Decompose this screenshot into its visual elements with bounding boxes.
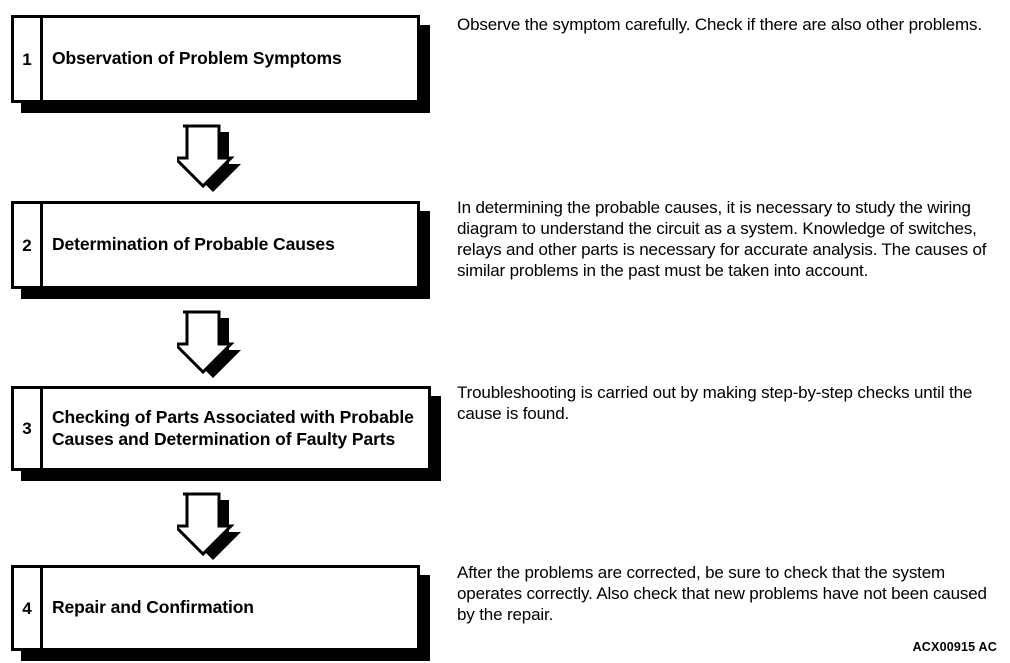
down-arrow-icon-1 (177, 124, 243, 192)
step-number: 4 (22, 598, 32, 618)
step-number-cell: 4 (14, 568, 43, 648)
step-label-cell: Repair and Confirmation (43, 568, 417, 648)
down-arrow-icon-3 (177, 492, 243, 560)
step-number-cell: 1 (14, 18, 43, 100)
step-box-body: 1 Observation of Problem Symptoms (11, 15, 420, 103)
step-box-1[interactable]: 1 Observation of Problem Symptoms (11, 15, 430, 113)
step-box-body: 4 Repair and Confirmation (11, 565, 420, 651)
step-label: Repair and Confirmation (52, 597, 254, 618)
step-box-2[interactable]: 2 Determination of Probable Causes (11, 201, 430, 299)
step-label: Observation of Problem Symptoms (52, 48, 342, 69)
step-box-body: 3 Checking of Parts Associated with Prob… (11, 386, 431, 471)
step-box-3[interactable]: 3 Checking of Parts Associated with Prob… (11, 386, 441, 481)
step-label-cell: Determination of Probable Causes (43, 204, 417, 286)
step-box-4[interactable]: 4 Repair and Confirmation (11, 565, 430, 661)
step-label-cell: Checking of Parts Associated with Probab… (43, 389, 428, 468)
step-description-4: After the problems are corrected, be sur… (457, 563, 987, 624)
step-description-2: In determining the probable causes, it i… (457, 198, 987, 280)
step-number-cell: 3 (14, 389, 43, 468)
step-description-3: Troubleshooting is carried out by making… (457, 383, 973, 423)
figure-reference-code: ACX00915 AC (912, 640, 997, 654)
step-number: 3 (22, 419, 32, 438)
step-number-cell: 2 (14, 204, 43, 286)
step-number: 2 (22, 235, 32, 255)
step-box-body: 2 Determination of Probable Causes (11, 201, 420, 289)
step-label: Determination of Probable Causes (52, 234, 335, 255)
step-number: 1 (22, 49, 32, 69)
down-arrow-icon-2 (177, 310, 243, 378)
step-label: Checking of Parts Associated with Probab… (52, 407, 414, 449)
step-label-cell: Observation of Problem Symptoms (43, 18, 417, 100)
step-description-1: Observe the symptom carefully. Check if … (457, 15, 982, 34)
